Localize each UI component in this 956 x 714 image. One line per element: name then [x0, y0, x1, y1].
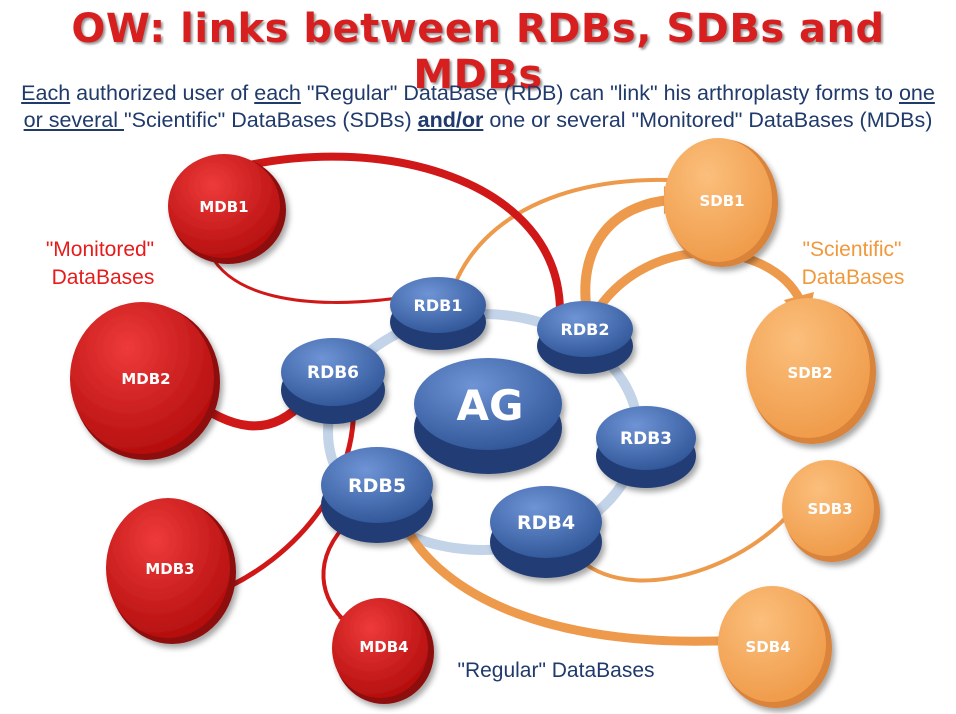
sdb4-label: SDB4	[745, 638, 790, 656]
sdb3-node	[782, 460, 880, 562]
intro-each-1: Each	[21, 81, 71, 105]
sdb3-label: SDB3	[807, 500, 852, 518]
intro-part-4: one or several "Monitored" DataBases (MD…	[483, 108, 933, 132]
regular-caption: "Regular" DataBases	[457, 659, 654, 682]
monitored-caption-line2: DataBases	[52, 266, 155, 289]
link-rdb2-sdb1	[580, 195, 671, 319]
mdb2-node	[70, 302, 220, 460]
intro-text: Each authorized user of each "Regular" D…	[20, 80, 936, 134]
slide-title: OW: links between RDBs, SDBs and MDBs	[71, 6, 885, 98]
mdb4-label: MDB4	[359, 638, 408, 656]
rdb1-label: RDB1	[414, 296, 463, 315]
mdb3-node	[106, 498, 236, 644]
monitored-caption-line1: "Monitored"	[46, 238, 154, 261]
ag-label: AG	[457, 381, 524, 430]
rdb1-node	[390, 277, 486, 350]
intro-each-2: each	[254, 81, 301, 105]
link-rdb2-mdb1	[226, 152, 564, 313]
rdb4-label: RDB4	[517, 512, 575, 534]
scientific-caption-line2: DataBases	[802, 266, 905, 289]
sdb2-node	[746, 298, 876, 444]
intro-andor: and/or	[417, 108, 484, 132]
rdb4-node	[490, 486, 602, 578]
ag-center-node	[414, 358, 562, 474]
rdb3-node	[596, 406, 696, 488]
link-rdb5-mdb4	[321, 518, 352, 626]
mdb4-node	[332, 598, 434, 704]
sdb1-node	[664, 138, 778, 267]
intro-part-3: "Scientific" DataBases (SDBs)	[123, 108, 418, 132]
mdb1-node	[168, 154, 286, 264]
intro-one-or-several: one or several	[23, 81, 935, 132]
link-rdb1-sdb1	[450, 177, 701, 293]
rdb5-node	[321, 447, 433, 543]
sdb4-node	[718, 586, 832, 708]
sdb2-label: SDB2	[787, 364, 832, 382]
mdb1-label: MDB1	[199, 198, 248, 216]
rdb2-node	[537, 301, 633, 374]
link-rdb2-sdb2	[592, 248, 805, 315]
rdb2-label: RDB2	[561, 320, 610, 339]
scientific-caption-line1: "Scientific"	[803, 238, 902, 261]
mdb2-label: MDB2	[121, 370, 170, 388]
link-rdb4-sdb3	[578, 498, 802, 583]
sdb1-label: SDB1	[699, 192, 744, 210]
intro-part-2: "Regular" DataBase (RDB) can "link" his …	[300, 81, 899, 105]
rdb6-label: RDB6	[307, 363, 359, 383]
rdb3-label: RDB3	[620, 429, 672, 449]
intro-part-1: authorized user of	[70, 81, 255, 105]
mdb3-label: MDB3	[145, 560, 194, 578]
link-rdb5-sdb4	[397, 518, 741, 646]
rdb5-label: RDB5	[348, 475, 406, 497]
rdb6-node	[281, 338, 385, 424]
